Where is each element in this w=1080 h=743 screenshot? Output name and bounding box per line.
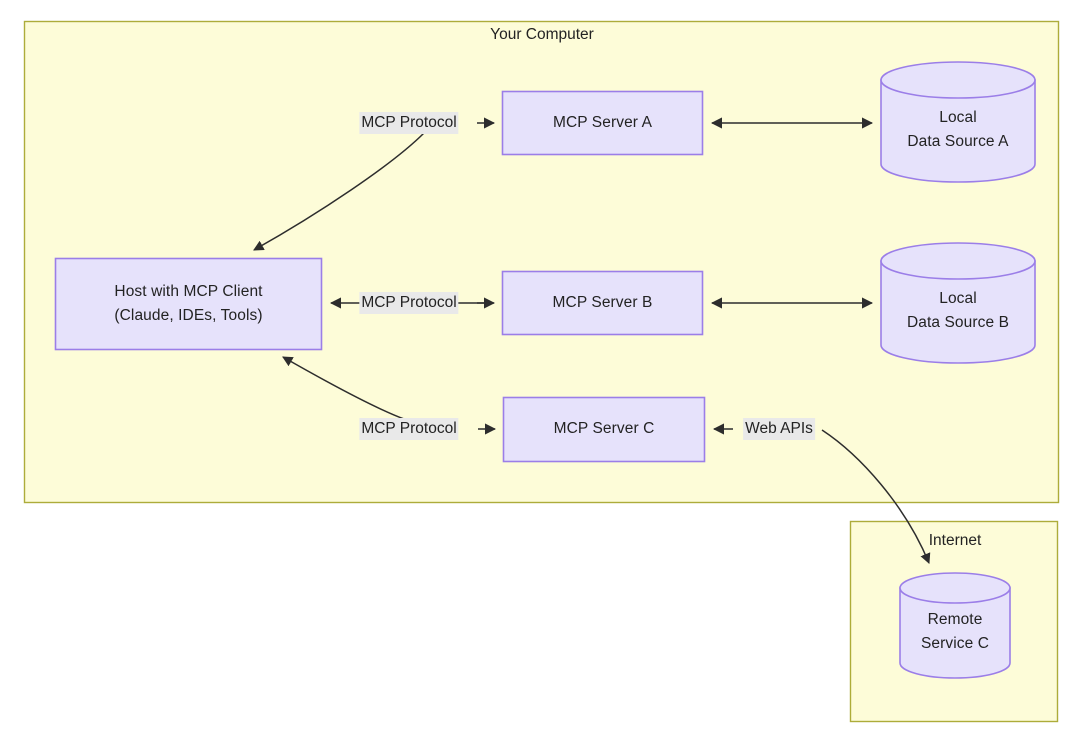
node-remote-service-c-line-2: Service C	[920, 635, 990, 652]
node-mcp-server-a-label[interactable]: MCP Server A	[502, 91, 703, 155]
node-local-data-source-b-label[interactable]: Local Data Source B	[881, 259, 1035, 363]
edge-label-mcp-protocol-c: MCP Protocol	[359, 418, 459, 440]
node-mcp-server-c-text: MCP Server C	[553, 420, 655, 438]
node-mcp-server-c-label[interactable]: MCP Server C	[503, 397, 705, 462]
node-mcp-server-b-text: MCP Server B	[552, 293, 653, 311]
group-title-internet: Internet	[928, 532, 982, 549]
edge-label-mcp-protocol-a: MCP Protocol	[359, 112, 459, 134]
node-host-line-1: Host with MCP Client	[114, 282, 263, 300]
node-remote-service-c-line-1: Remote	[927, 610, 983, 628]
node-local-data-source-a-label[interactable]: Local Data Source A	[881, 78, 1035, 182]
node-remote-service-c-label[interactable]: Remote Service C	[900, 586, 1010, 678]
edge-host-to-server-a	[253, 132, 425, 251]
edge-server-c-to-remote-c	[821, 429, 931, 564]
node-host-line-2: (Claude, IDEs, Tools)	[114, 307, 263, 324]
edge-label-web-apis: Web APIs	[743, 418, 815, 440]
node-local-data-source-b-line-2: Data Source B	[906, 314, 1010, 331]
edge-label-mcp-protocol-b: MCP Protocol	[359, 292, 459, 314]
node-local-data-source-a-line-1: Local	[939, 108, 977, 126]
node-mcp-server-b-label[interactable]: MCP Server B	[502, 271, 703, 335]
node-local-data-source-b-line-1: Local	[939, 289, 977, 307]
node-host-label[interactable]: Host with MCP Client (Claude, IDEs, Tool…	[55, 258, 322, 350]
group-title-your-computer: Your Computer	[490, 26, 594, 43]
edge-host-to-server-c	[282, 356, 405, 420]
node-local-data-source-a-line-2: Data Source A	[907, 133, 1009, 150]
node-mcp-server-a-text: MCP Server A	[552, 113, 653, 131]
